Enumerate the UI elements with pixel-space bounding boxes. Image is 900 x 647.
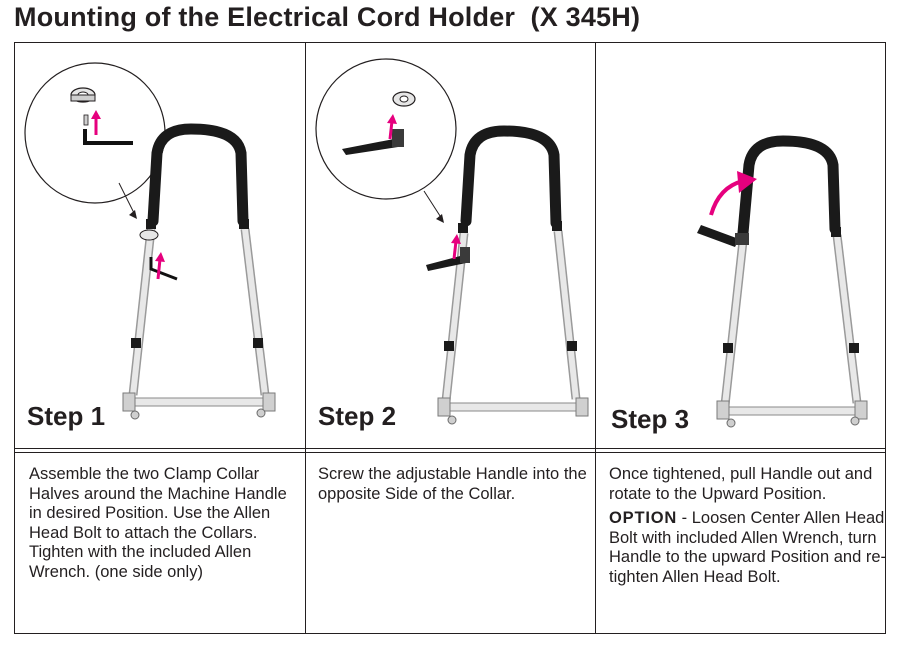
- option-text: - Loosen Center Allen Head Bolt with inc…: [609, 509, 887, 586]
- clamp-collar-icon: [70, 87, 96, 103]
- machine-handle-frame: [437, 125, 589, 425]
- step-label: Step 3: [611, 404, 690, 434]
- step-2-drawing: [315, 58, 589, 425]
- option-label: OPTION: [609, 509, 678, 528]
- step-1-illustration: Step 1: [15, 43, 305, 448]
- step-text: Assemble the two Clamp Collar Halves aro…: [29, 465, 287, 581]
- step-3-description: Once tightened, pull Handle out and rota…: [609, 465, 887, 593]
- step-3-illustration: Step 3: [597, 43, 887, 448]
- detail-zoom-circle: [315, 58, 457, 200]
- rotate-arrow-icon: [709, 171, 757, 216]
- up-arrow-icon: [155, 252, 165, 280]
- adjustable-handle-icon: [342, 129, 404, 155]
- up-arrow-icon: [91, 110, 101, 135]
- allen-wrench-icon: [149, 257, 178, 281]
- step-1-description: Assemble the two Clamp Collar Halves aro…: [29, 465, 295, 588]
- up-arrow-icon: [387, 114, 397, 140]
- column-divider: [595, 43, 596, 633]
- adjustable-handle-icon: [697, 225, 749, 247]
- step-text: Once tightened, pull Handle out and rota…: [609, 465, 873, 503]
- column-divider: [305, 43, 306, 633]
- row-divider: [15, 448, 885, 449]
- page-title: Mounting of the Electrical Cord Holder (…: [14, 2, 641, 32]
- step-label: Step 1: [27, 401, 106, 431]
- clamp-collar-icon: [392, 91, 416, 107]
- option-note: OPTION - Loosen Center Allen Head Bolt w…: [609, 509, 887, 587]
- machine-handle-frame: [122, 123, 276, 420]
- clamp-collar-icon: [139, 229, 159, 241]
- step-2-description: Screw the adjustable Handle into the opp…: [318, 465, 588, 509]
- step-3-drawing: [697, 135, 868, 428]
- allen-wrench-icon: [83, 129, 133, 145]
- machine-handle-frame: [716, 135, 868, 428]
- allen-bolt-icon: [83, 114, 89, 126]
- adjustable-handle-icon: [426, 247, 470, 271]
- instruction-grid: Step 1: [14, 42, 886, 634]
- step-2-illustration: Step 2: [306, 43, 596, 448]
- step-text: Screw the adjustable Handle into the opp…: [318, 465, 587, 503]
- step-label: Step 2: [318, 401, 397, 431]
- up-arrow-icon: [451, 234, 461, 260]
- row-divider: [15, 452, 885, 453]
- step-1-drawing: [24, 62, 276, 420]
